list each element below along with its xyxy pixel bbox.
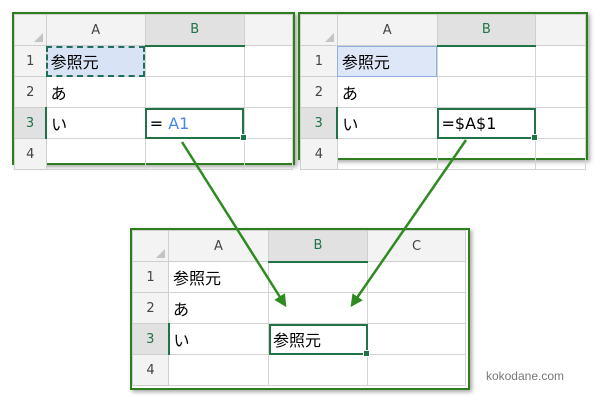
panel-relative-reference: A B 1 参照元 2 あ 3 い = A1 4 (12, 12, 295, 170)
cell-c2[interactable] (535, 76, 586, 108)
row-header-1[interactable]: 1 (14, 45, 47, 77)
cell-c4[interactable] (535, 138, 586, 170)
row-header-2[interactable]: 2 (132, 292, 169, 324)
row-header-2[interactable]: 2 (14, 76, 47, 108)
cell-a4[interactable] (168, 354, 269, 386)
spreadsheet-grid: A B 1 参照元 2 あ 3 い = A1 4 (14, 14, 294, 170)
select-all-button[interactable] (300, 14, 338, 46)
cell-a3[interactable]: い (168, 323, 269, 355)
spreadsheet-grid: A B C 1 参照元 2 あ 3 い 参照元 4 (132, 230, 466, 386)
row-header-4[interactable]: 4 (132, 354, 169, 386)
row-header-4[interactable]: 4 (300, 138, 338, 170)
cell-a4[interactable] (45, 138, 146, 170)
cell-c3[interactable] (243, 107, 294, 139)
cell-c3[interactable] (367, 323, 466, 355)
column-header-blank[interactable] (535, 14, 586, 46)
formula-equals: = (149, 113, 164, 133)
cell-c1[interactable] (367, 261, 466, 293)
cell-b1[interactable] (144, 45, 245, 77)
column-header-a[interactable]: A (168, 230, 269, 262)
cell-c1[interactable] (243, 45, 294, 77)
cell-a2[interactable]: あ (336, 76, 438, 108)
cell-b3-result[interactable]: 参照元 (268, 323, 371, 358)
cell-a4[interactable] (336, 138, 438, 170)
row-header-3[interactable]: 3 (132, 323, 170, 355)
cell-c4[interactable] (367, 354, 466, 386)
column-header-a[interactable]: A (336, 14, 438, 46)
column-header-b[interactable]: B (144, 14, 245, 47)
cell-c3[interactable] (535, 107, 586, 139)
cell-b4[interactable] (144, 138, 245, 170)
cell-b4[interactable] (436, 138, 537, 170)
cell-b2[interactable] (268, 292, 368, 324)
cell-a2[interactable]: あ (45, 76, 146, 108)
column-header-a[interactable]: A (45, 14, 146, 46)
select-all-button[interactable] (132, 230, 169, 262)
cell-c2[interactable] (367, 292, 466, 324)
cell-b3-formula[interactable]: = A1 (144, 107, 248, 142)
cell-a3[interactable]: い (336, 107, 438, 139)
cell-b3-formula[interactable]: =$A$1 (436, 107, 539, 142)
cell-a1[interactable]: 参照元 (336, 45, 438, 77)
watermark: kokodane.com (485, 369, 564, 383)
cell-c1[interactable] (535, 45, 586, 77)
row-header-3[interactable]: 3 (300, 107, 339, 139)
cell-a3[interactable]: い (45, 107, 146, 139)
cell-a2[interactable]: あ (168, 292, 269, 324)
row-header-2[interactable]: 2 (300, 76, 338, 108)
cell-b2[interactable] (436, 76, 537, 108)
column-header-blank[interactable] (243, 14, 294, 46)
cell-c4[interactable] (243, 138, 294, 170)
column-header-b[interactable]: B (268, 230, 368, 263)
cell-c2[interactable] (243, 76, 294, 108)
cell-a1[interactable]: 参照元 (168, 261, 269, 293)
row-header-3[interactable]: 3 (14, 107, 48, 139)
row-header-1[interactable]: 1 (300, 45, 338, 77)
cell-b4[interactable] (268, 354, 368, 386)
formula-reference: A1 (168, 113, 190, 133)
cell-a1[interactable]: 参照元 (45, 45, 146, 77)
panel-result: A B C 1 参照元 2 あ 3 い 参照元 4 (130, 228, 470, 390)
column-header-c[interactable]: C (367, 230, 466, 262)
cell-b1[interactable] (268, 261, 368, 293)
spreadsheet-grid: A B 1 参照元 2 あ 3 い =$A$1 4 (300, 14, 586, 170)
row-header-4[interactable]: 4 (14, 138, 47, 170)
row-header-1[interactable]: 1 (132, 261, 169, 293)
column-header-b[interactable]: B (436, 14, 537, 47)
cell-b1[interactable] (436, 45, 537, 77)
cell-b2[interactable] (144, 76, 245, 108)
panel-absolute-reference: A B 1 参照元 2 あ 3 い =$A$1 4 (298, 12, 588, 170)
select-all-button[interactable] (14, 14, 47, 46)
